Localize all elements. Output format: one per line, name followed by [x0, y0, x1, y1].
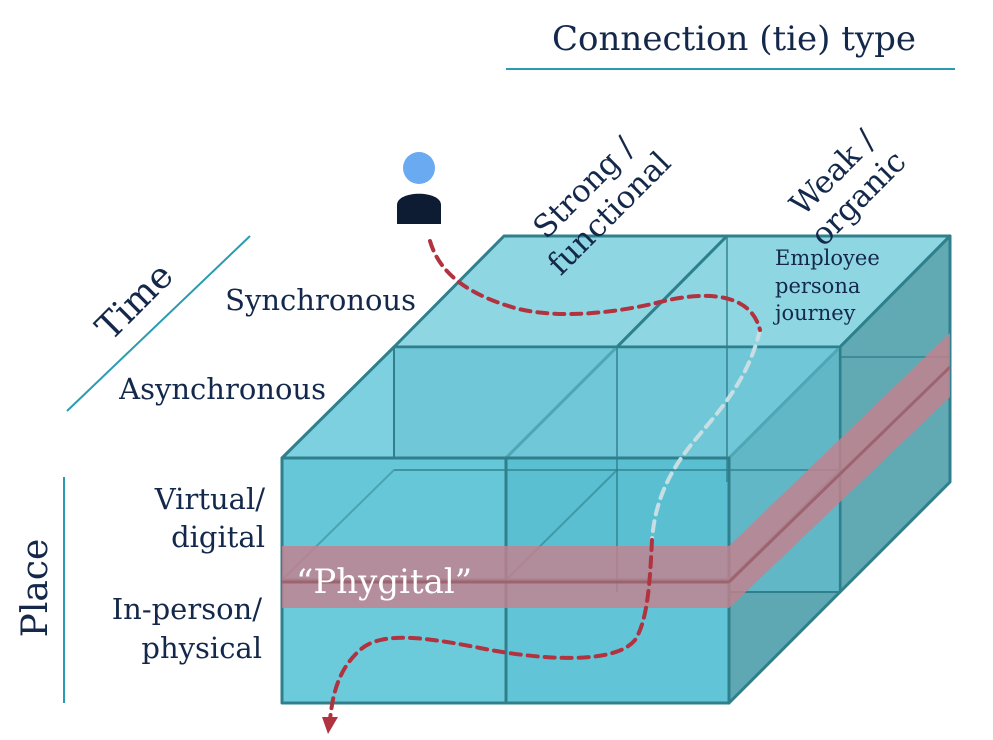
virtual-label-line1: Virtual/	[154, 482, 265, 516]
journey-path	[428, 239, 762, 332]
time-title-group: Time	[88, 255, 181, 348]
asynchronous-label: Asynchronous	[118, 372, 326, 406]
journey-arrow-head	[322, 717, 338, 734]
phygital-band	[282, 333, 952, 608]
journey-path-hidden	[650, 328, 762, 542]
inperson-label-line2: physical	[141, 631, 262, 665]
connection-title: Connection (tie) type	[552, 19, 916, 59]
virtual-label-line2: digital	[171, 520, 265, 554]
phygital-band-divider	[727, 365, 952, 584]
phygital-label: “Phygital”	[296, 562, 472, 602]
phygital-band-side	[729, 333, 950, 608]
journey-label-line3: journey	[772, 301, 856, 325]
weak-organic-label: Weak / organic	[783, 123, 913, 254]
place-title: Place	[15, 539, 56, 638]
journey-label-line1: Employee	[775, 246, 880, 270]
time-title: Time	[88, 255, 181, 348]
person-icon	[397, 152, 441, 224]
place-title-group: Place	[15, 539, 56, 638]
journey-label-line2: persona	[775, 274, 860, 298]
time-axis-line	[66, 235, 251, 412]
inperson-label-line1: In-person/	[112, 592, 263, 626]
phygital-band-front	[282, 546, 729, 608]
synchronous-label: Synchronous	[225, 283, 416, 317]
journey-path-lower	[328, 538, 654, 722]
